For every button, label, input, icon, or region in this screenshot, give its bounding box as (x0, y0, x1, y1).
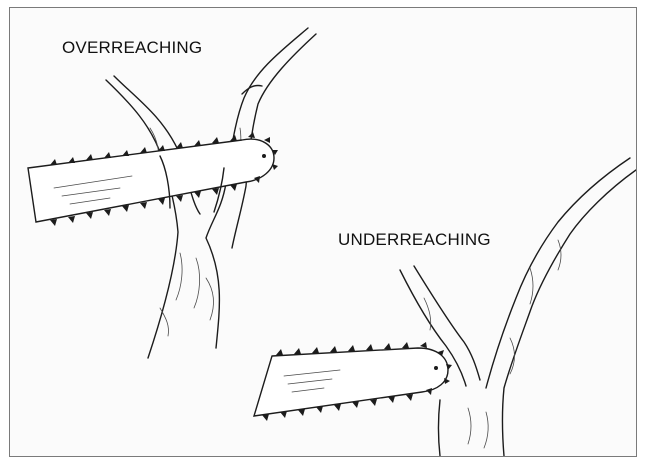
lower-chainsaw-bar (254, 342, 452, 421)
overreaching-label: OVERREACHING (62, 38, 202, 58)
lower-tree (400, 158, 636, 456)
chainsaw-illustration (10, 8, 636, 456)
illustration-frame: OVERREACHING UNDERREACHING (9, 7, 637, 457)
underreaching-label: UNDERREACHING (338, 230, 491, 250)
